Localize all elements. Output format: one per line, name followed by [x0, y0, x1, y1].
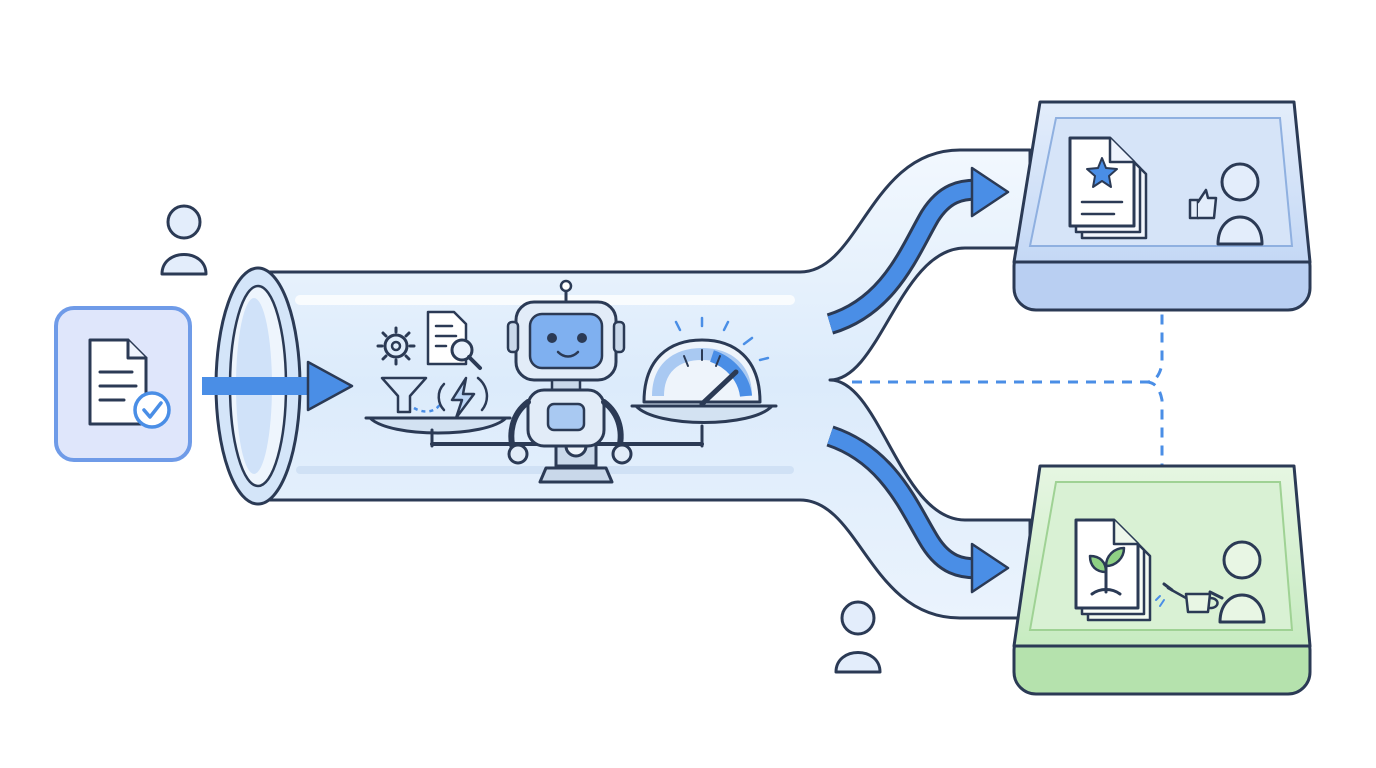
robot-icon — [506, 279, 633, 465]
flow-arrow-up — [826, 166, 1010, 335]
funnel-icon — [380, 376, 442, 414]
document-search-icon — [426, 310, 482, 370]
person-icon — [1216, 162, 1264, 246]
star-document-icon — [1068, 136, 1148, 240]
input-arrow — [202, 360, 354, 412]
scale-pan-left — [364, 416, 512, 435]
gear-icon — [376, 326, 416, 366]
dashed-connector — [852, 312, 1164, 468]
scale-pan-right — [630, 404, 778, 424]
flow-arrow-down — [826, 425, 1010, 594]
gauge-icon — [642, 316, 770, 407]
nurture-tray — [1012, 464, 1312, 696]
document-card — [54, 306, 192, 462]
sprout-document-icon — [1074, 518, 1152, 622]
premium-tray — [1012, 100, 1312, 312]
watering-can-icon — [1155, 582, 1219, 614]
document-check-icon — [88, 338, 171, 429]
thumbs-up-icon — [1188, 188, 1218, 220]
person-icon — [1208, 540, 1266, 624]
person-icon — [834, 600, 882, 674]
person-icon — [160, 204, 208, 276]
